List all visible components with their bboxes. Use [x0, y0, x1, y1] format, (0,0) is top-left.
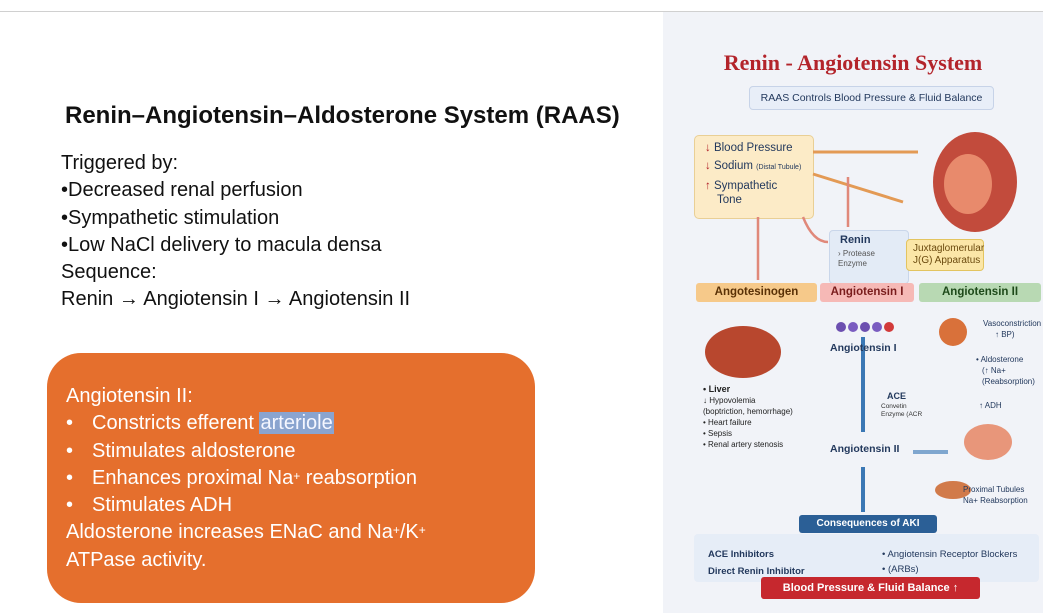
callout-bullet: •Enhances proximal Na+ reabsorption — [66, 466, 417, 489]
up-arrow-icon: ↑ — [705, 180, 711, 192]
trigger-box: ↓ Blood Pressure ↓ Sodium (Distal Tubule… — [694, 135, 814, 219]
header-angiotensin-1: Angiotensin I — [820, 283, 914, 302]
infographic-subtitle: RAAS Controls Blood Pressure & Fluid Bal… — [749, 86, 994, 110]
down-arrow-icon: ↓ — [705, 160, 711, 172]
infographic-title: Renin - Angiotensin System — [723, 50, 983, 75]
top-divider — [0, 11, 1043, 12]
callout-bullet: •Stimulates ADH — [66, 494, 233, 517]
callout-footer-2: ATPase activity. — [66, 548, 207, 571]
callout-footer: Aldosterone increases ENaC and Na+/K+ — [66, 521, 426, 544]
vessel-icon — [939, 318, 967, 346]
sequence-heading: Sequence: — [61, 261, 157, 284]
body-text: Triggered by: •Decreased renal perfusion… — [61, 150, 410, 314]
trigger-item: •Low NaCl delivery to macula densa — [61, 233, 382, 256]
angiotensin-1-label: Angiotensin I — [830, 342, 897, 354]
liver-icon — [705, 326, 781, 378]
slide-title: Renin–Angiotensin–Aldosterone System (RA… — [65, 102, 620, 129]
trigger-item: •Decreased renal perfusion — [61, 179, 303, 202]
infographic-arrows — [705, 132, 1017, 567]
callout-bullet: •Constricts efferent arteriole — [66, 412, 334, 435]
bp-banner: Blood Pressure & Fluid Balance ↑ — [761, 577, 980, 599]
angiotensin-callout: Angiotensin II: •Constricts efferent art… — [47, 353, 535, 603]
header-angiotensinogen: Angotesinogen — [696, 283, 817, 302]
trigger-item: •Sympathetic stimulation — [61, 206, 280, 229]
treatments-box: ACE Inhibitors Direct Renin Inhibitor • … — [694, 534, 1039, 582]
callout-heading: Angiotensin II: — [66, 385, 193, 407]
ace-label: ACE — [887, 391, 907, 401]
angiotensin-2-label: Angiotensin II — [830, 443, 900, 455]
header-angiotensin-2: Angiotensin II — [919, 283, 1041, 302]
selected-text-highlight[interactable]: arteriole — [259, 412, 334, 435]
raas-infographic: Renin - Angiotensin System RAAS Controls… — [663, 12, 1043, 613]
jg-apparatus-box: Juxtaglomerular J(G) Apparatus — [906, 239, 984, 271]
brain-icon — [964, 424, 1012, 460]
triggered-heading: Triggered by: — [61, 152, 179, 174]
consequences-banner: Consequences of AKI — [799, 515, 937, 533]
liver-list: • Liver ↓ Hypovolemia (boptriction, hemo… — [703, 384, 793, 449]
down-arrow-icon: ↓ — [705, 142, 711, 154]
sequence-line: Renin → Angiotensin I → Angiotensin II — [61, 288, 411, 311]
callout-bullet: •Stimulates aldosterone — [66, 439, 296, 462]
